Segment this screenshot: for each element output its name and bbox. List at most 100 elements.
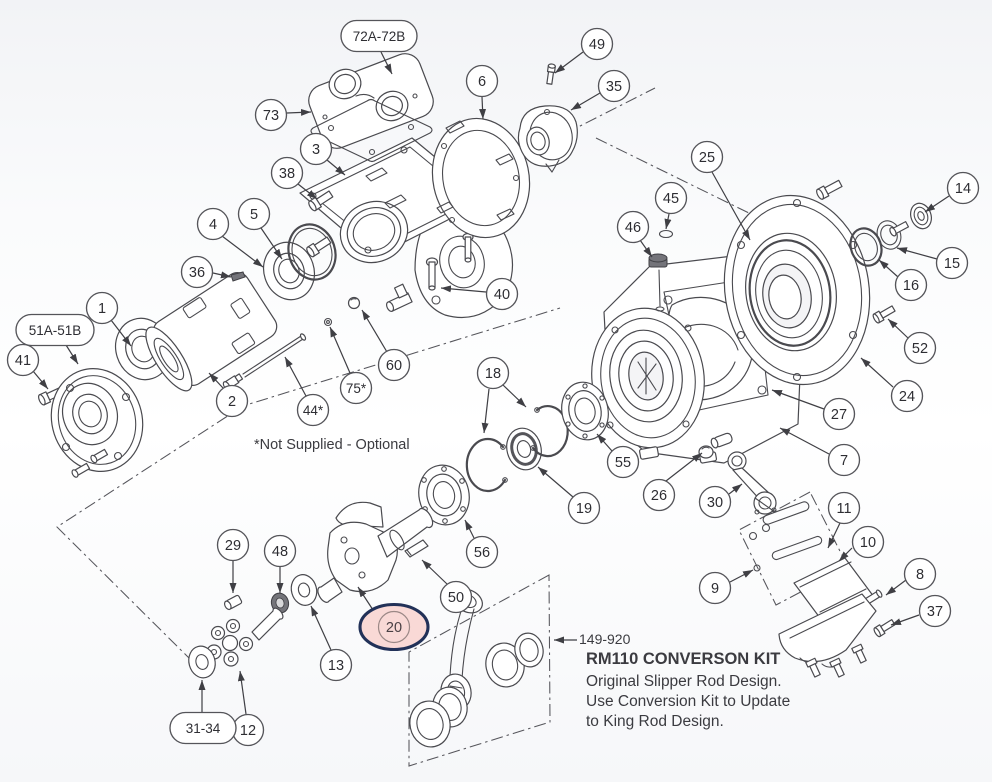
key-50	[404, 539, 429, 558]
dot-9	[753, 564, 761, 572]
balloon-label: 38	[279, 166, 295, 182]
washer-13	[290, 574, 318, 606]
balloon-9: 9	[698, 571, 732, 605]
balloon-label: 37	[927, 604, 943, 620]
balloon-label: 25	[699, 150, 715, 166]
balloon-4: 4	[196, 207, 230, 241]
leader-line-19	[537, 466, 574, 498]
balloon-3: 3	[299, 132, 333, 166]
pin-29	[223, 594, 243, 611]
leader-line-40	[440, 285, 487, 293]
balloon-label: 30	[707, 495, 723, 511]
balloon-label: 60	[386, 358, 402, 374]
sleeve-2	[145, 272, 278, 392]
kit-description-line: Use Conversion Kit to Update	[586, 693, 790, 710]
leader-line-72A-72B	[380, 51, 393, 75]
balloon-label: 46	[625, 220, 641, 236]
dowel-pin	[710, 432, 733, 449]
balloon-label: 49	[589, 37, 605, 53]
balloon-5: 5	[237, 197, 271, 231]
valve-cover-72	[308, 53, 434, 149]
leader-line-12	[237, 670, 247, 715]
leader-line-55	[596, 433, 613, 452]
leader-line-18	[481, 388, 490, 434]
bearing-56	[418, 464, 470, 526]
screw-37	[873, 619, 896, 638]
balloon-label: 9	[711, 581, 719, 597]
cylinder-block-8	[778, 557, 883, 678]
balloon-label: 4	[209, 217, 217, 233]
leader-line-11	[827, 522, 841, 549]
balloon-label: 44*	[303, 403, 324, 418]
kit-description-line: to King Rod Design.	[586, 713, 724, 730]
leader-line-30	[728, 483, 743, 495]
balloon-label: 27	[831, 407, 847, 423]
leader-line-16	[878, 259, 899, 278]
balloon-31-34: 31-34	[169, 711, 237, 745]
leader-line-75*	[329, 326, 351, 374]
balloon-label: 72A-72B	[353, 29, 406, 44]
balloon-45: 45	[654, 181, 688, 215]
balloon-label: 52	[912, 341, 928, 357]
balloon-label: 3	[312, 142, 320, 158]
snap-ring-18b	[530, 405, 569, 458]
balloon-label: 8	[916, 567, 924, 583]
balloon-label: 5	[250, 207, 258, 223]
o-ring-15	[876, 220, 902, 250]
ball-60	[347, 296, 361, 310]
balloon-label: 19	[576, 501, 592, 517]
balloon-label: 50	[448, 590, 464, 606]
leader-line-73	[286, 108, 312, 116]
balloon-50: 50	[439, 580, 473, 614]
balloon-29: 29	[216, 528, 250, 562]
leader-line-24	[860, 357, 894, 388]
balloon-label: 35	[606, 79, 622, 95]
leader-line-46	[639, 239, 653, 258]
balloon-label: 55	[615, 455, 631, 471]
snap-ring-18a	[465, 437, 508, 493]
leader-line-52	[887, 318, 909, 339]
drawing-layer	[37, 53, 932, 767]
balloon-56: 56	[465, 535, 499, 569]
highlight-ellipse	[358, 602, 430, 652]
balloon-51A-51B: 51A-51B	[15, 313, 95, 347]
leader-line-10	[838, 547, 853, 562]
balloon-2: 2	[215, 384, 249, 418]
leader-line-49	[554, 51, 584, 74]
leader-line-38	[297, 183, 318, 200]
connecting-rod-30	[727, 451, 777, 515]
leader-line-2	[208, 372, 224, 389]
flat-gasket-6	[431, 117, 531, 239]
not-supplied-note: *Not Supplied - Optional	[254, 437, 410, 453]
balloon-label: 36	[189, 265, 205, 281]
elbow-fitting	[385, 283, 413, 312]
balloon-label: 12	[240, 723, 256, 739]
balloon-label: 14	[955, 181, 971, 197]
leader-line-25	[711, 171, 751, 241]
balloon-15: 15	[935, 246, 969, 280]
bolt-top-right	[816, 179, 843, 200]
balloon-label: 51A-51B	[29, 323, 82, 338]
leader-line-50	[421, 559, 448, 585]
leader-line-9	[729, 569, 754, 583]
leader-line-45	[664, 213, 672, 230]
balloon-14: 14	[946, 171, 980, 205]
balloon-19: 19	[567, 491, 601, 525]
balloon-label: 7	[840, 453, 848, 469]
leader-line-5	[260, 227, 283, 260]
balloon-8: 8	[903, 557, 937, 591]
balloon-37: 37	[918, 594, 952, 628]
balloon-30: 30	[698, 485, 732, 519]
leader-line-18	[502, 384, 527, 408]
balloon-label: 11	[836, 501, 851, 517]
balloon-48: 48	[263, 534, 297, 568]
balloon-label: 15	[944, 256, 960, 272]
flange-disc-24	[723, 194, 871, 386]
leader-line-4	[221, 235, 264, 268]
balloon-label: 18	[485, 366, 501, 382]
balloon-label: 10	[860, 535, 876, 551]
balloon-73: 73	[254, 98, 288, 132]
